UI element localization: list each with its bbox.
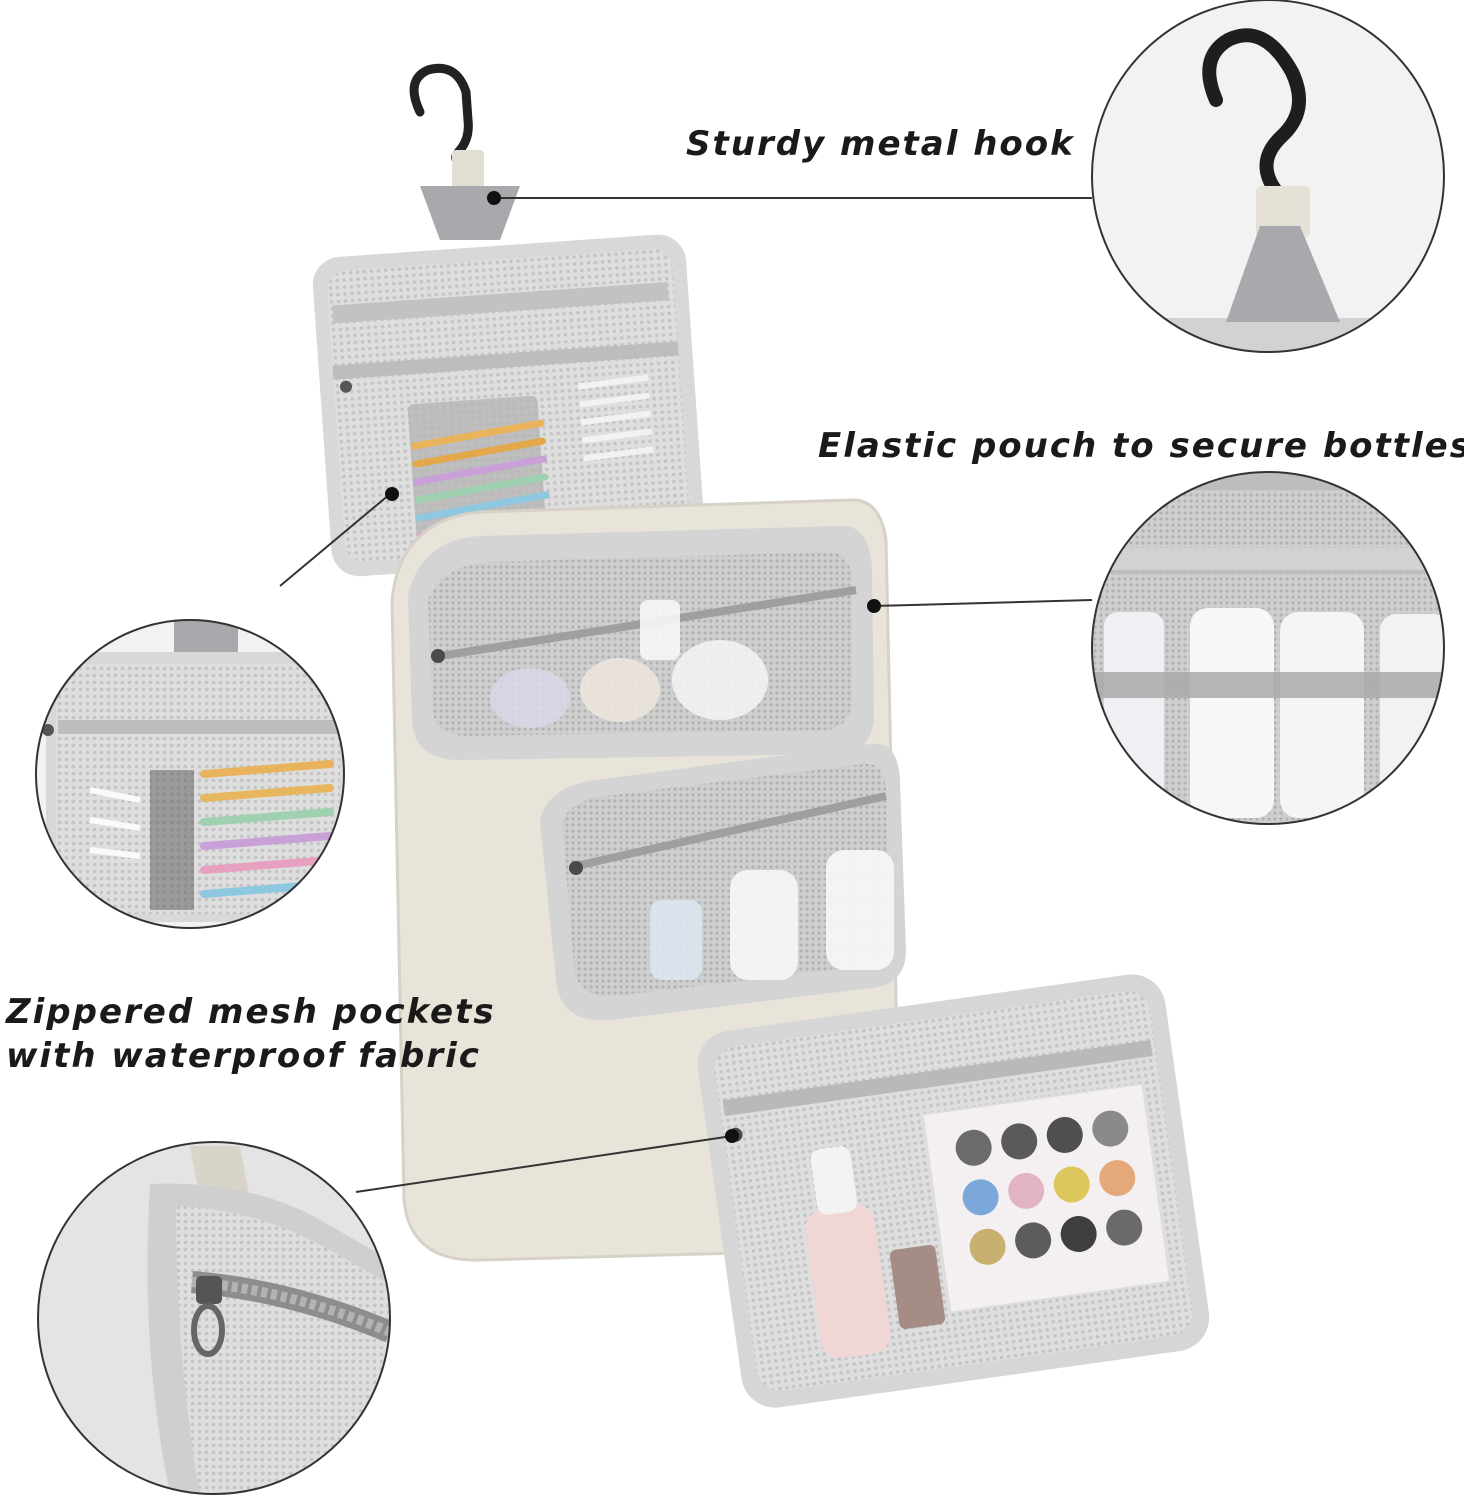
hook-strap — [452, 150, 484, 190]
label-elastic-pouch: Elastic pouch to secure bottles — [818, 426, 1464, 466]
compartment-upper — [408, 525, 874, 760]
main-bag — [312, 63, 1210, 1408]
compartment-lower — [540, 743, 906, 1021]
brushes — [578, 374, 654, 462]
label-zippered-mesh-line1: Zippered mesh pockets — [6, 992, 496, 1032]
callout-lines — [279, 197, 1093, 1193]
hook-icon — [1202, 28, 1306, 203]
eyeshadow-palette — [955, 1110, 1143, 1265]
callout-dots — [385, 191, 881, 1143]
callout-line-elastic — [873, 599, 1093, 607]
zipper-pull-icon — [191, 1276, 225, 1357]
zoom-circle-mesh-pocket — [36, 620, 344, 928]
zoom-circle-elastic — [1092, 472, 1444, 824]
top-flap — [312, 234, 705, 577]
bottom-flap — [697, 974, 1210, 1408]
label-sturdy-metal-hook: Sturdy metal hook — [686, 124, 1075, 164]
zoom-circle-zipper — [38, 1142, 390, 1494]
label-zippered-mesh-line2: with waterproof fabric — [6, 1036, 481, 1076]
zoom-circle-hook — [1092, 0, 1444, 352]
hook-tab — [420, 186, 520, 240]
callout-line-zipper — [355, 1135, 733, 1193]
callout-line-mesh — [279, 493, 391, 587]
